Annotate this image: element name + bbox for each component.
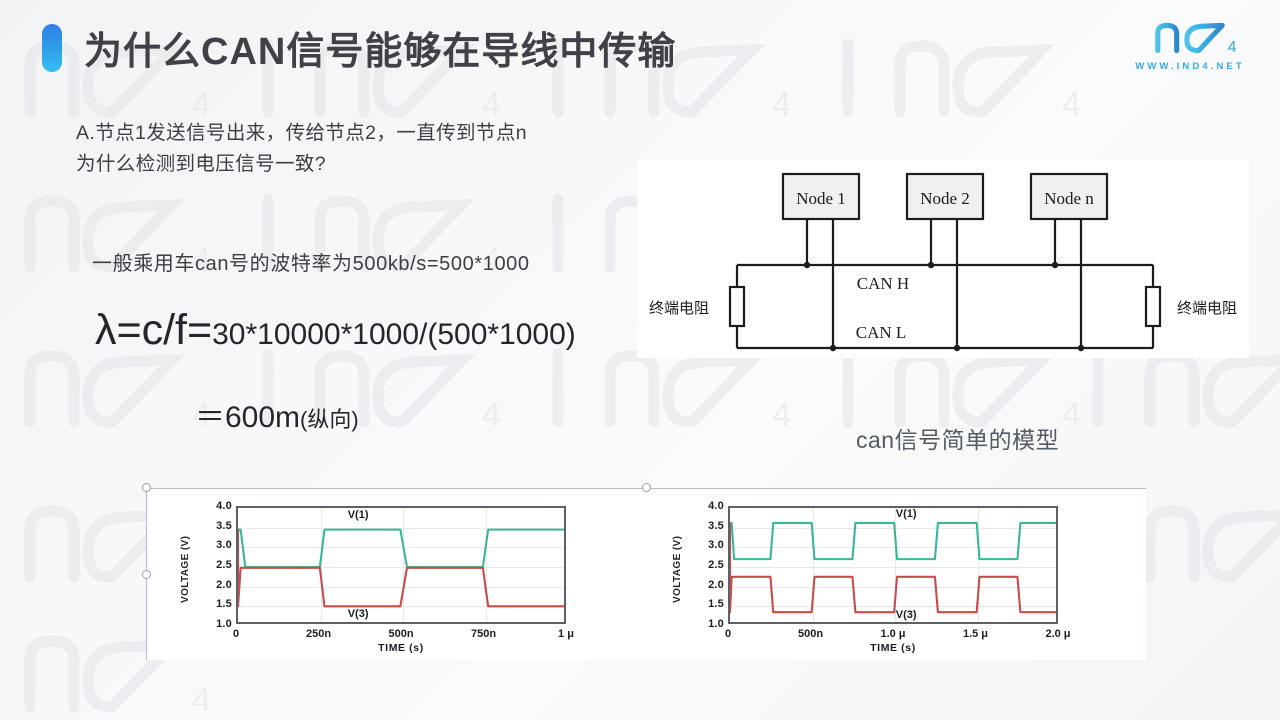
x-tick-label: 0 — [232, 628, 240, 640]
y-tick-label: 1.5 — [216, 598, 232, 611]
x-tick-label: 500n — [388, 628, 414, 640]
waveform-series — [238, 528, 564, 607]
x-axis-label: TIME (s) — [378, 642, 424, 654]
series-annotation: V(1) — [347, 508, 369, 521]
can-bus-diagram: Node 1 Node 2 Node n CAN H CAN L 终端电阻 终端… — [637, 160, 1249, 358]
y-tick-label: 1.5 — [708, 598, 724, 611]
svg-text:4: 4 — [772, 396, 791, 434]
terminator-resistor-right — [1144, 285, 1162, 328]
gridline-vertical — [977, 508, 979, 622]
node-label-1: Node 1 — [796, 189, 846, 208]
formula-result: ＝600m(纵向) — [195, 392, 359, 436]
wavelength-formula: λ=c/f=30*10000*1000/(500*1000) — [95, 306, 576, 355]
brand-logo: 4 WWW.IND4.NET — [1120, 16, 1260, 78]
question-block: A.节点1发送信号出来，传给节点2，一直传到节点n 为什么检测到电压信号一致? — [76, 118, 527, 180]
gridline-vertical — [485, 508, 487, 622]
gridline-horizontal — [730, 547, 1056, 549]
waveform-series — [730, 522, 1056, 614]
series-canvas — [730, 521, 1056, 614]
x-axis-label: TIME (s) — [870, 642, 916, 654]
gridline-horizontal — [730, 527, 1056, 529]
plot-area — [728, 506, 1058, 624]
series-annotation: V(1) — [895, 507, 917, 520]
watermark-ind4-icon: 4 — [250, 175, 550, 295]
slide-header: 为什么CAN信号能够在导线中传输 — [0, 0, 1280, 95]
y-tick-label: 3.5 — [708, 519, 724, 532]
resize-handle-top-middle[interactable] — [642, 483, 651, 492]
y-tick-label: 1.0 — [216, 618, 232, 630]
y-tick-label: 4.0 — [216, 500, 232, 512]
waveform-series — [730, 521, 1056, 613]
result-value: ＝600m — [195, 401, 301, 434]
x-tick-label: 500n — [797, 628, 824, 640]
gridline-vertical — [403, 508, 404, 622]
gridline-horizontal — [730, 567, 1056, 568]
y-tick-label: 1.0 — [708, 618, 724, 630]
resize-handle-middle-left[interactable] — [142, 570, 151, 579]
x-tick-label: 2.0 μ — [1045, 628, 1071, 640]
y-tick-label: 2.5 — [216, 559, 232, 571]
series-annotation: V(3) — [347, 607, 369, 620]
y-tick-label: 3.0 — [708, 539, 724, 552]
gridline-vertical — [895, 508, 896, 622]
y-tick-label: 3.5 — [216, 519, 232, 532]
can-high-label: CAN H — [857, 274, 909, 293]
x-tick-label: 1.0 μ — [880, 628, 906, 640]
page-title: 为什么CAN信号能够在导线中传输 — [84, 31, 677, 73]
ind4-logo-icon: 4 — [1134, 22, 1237, 56]
logo-url-text: WWW.IND4.NET — [1135, 61, 1245, 72]
gridline-horizontal — [730, 606, 1056, 608]
waveform-series — [238, 529, 564, 608]
svg-text:4: 4 — [1062, 396, 1081, 434]
svg-text:4: 4 — [482, 396, 501, 434]
question-line-2: 为什么检测到电压信号一致? — [76, 153, 327, 175]
node-label-n: Node n — [1044, 189, 1094, 208]
gridline-horizontal — [730, 586, 1056, 588]
y-tick-label: 2.0 — [708, 578, 724, 591]
y-tick-label: 2.5 — [708, 559, 724, 571]
terminator-resistor-left — [728, 285, 746, 328]
y-tick-label: 3.0 — [216, 539, 232, 552]
x-tick-label: 0 — [724, 628, 732, 640]
gridline-horizontal — [238, 586, 564, 588]
gridline-horizontal — [238, 567, 564, 568]
x-tick-label: 750n — [470, 628, 497, 640]
series-annotation: V(3) — [895, 609, 917, 622]
diagram-caption: can信号简单的模型 — [856, 427, 1060, 453]
series-canvas — [238, 528, 564, 608]
node-label-2: Node 2 — [920, 189, 970, 208]
y-tick-label: 4.0 — [708, 500, 724, 512]
svg-text:4: 4 — [192, 681, 211, 719]
y-axis-ticks: 4.0 3.5 3.0 2.5 2.0 1.5 1.0 — [194, 496, 232, 636]
terminator-label-right: 终端电阻 — [1177, 300, 1237, 317]
terminator-label-left: 终端电阻 — [649, 300, 709, 317]
watermark-ind4-icon: 4 — [0, 175, 260, 295]
x-tick-label: 1.5 μ — [962, 628, 989, 640]
plot-area — [236, 506, 566, 624]
y-axis-ticks: 4.0 3.5 3.0 2.5 2.0 1.5 1.0 — [686, 496, 724, 636]
x-tick-label: 250n — [305, 628, 332, 640]
gridline-horizontal — [238, 547, 564, 549]
result-note: (纵向) — [300, 407, 359, 432]
x-tick-label: 1 μ — [558, 628, 574, 640]
baud-rate-note: 一般乘用车can号的波特率为500kb/s=500*1000 — [92, 253, 530, 275]
resize-handle-top-left[interactable] — [142, 483, 151, 492]
svg-text:4: 4 — [1228, 39, 1237, 56]
formula-lhs: λ=c/f= — [95, 306, 213, 354]
gridline-vertical — [812, 508, 814, 622]
can-low-label: CAN L — [856, 323, 907, 342]
gridline-horizontal — [238, 527, 564, 529]
question-line-1: A.节点1发送信号出来，传给节点2，一直传到节点n — [76, 122, 527, 144]
title-accent-bar — [42, 24, 62, 72]
formula-rhs: 30*10000*1000/(500*1000) — [212, 318, 576, 351]
y-tick-label: 2.0 — [216, 578, 232, 591]
